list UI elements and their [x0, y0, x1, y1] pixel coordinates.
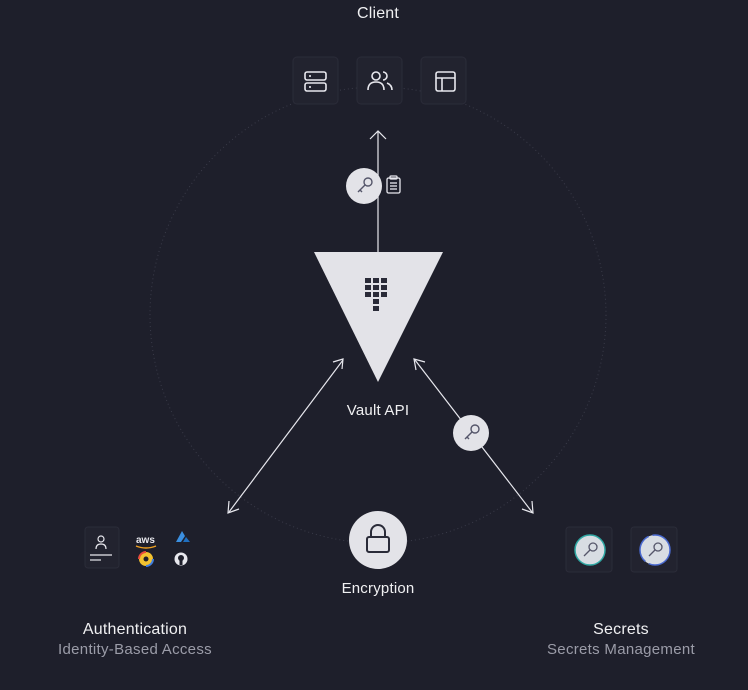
vault-triangle	[314, 252, 443, 382]
github-icon	[174, 552, 188, 566]
svg-text:aws: aws	[136, 535, 155, 546]
secrets-key-badge	[453, 415, 489, 451]
orbit-ring	[149, 86, 607, 544]
azure-icon	[176, 531, 190, 542]
client-title: Client	[356, 5, 400, 22]
authentication-subtitle: Identity-Based Access	[58, 641, 212, 658]
aws-icon: aws	[135, 535, 157, 549]
client-icons	[292, 56, 467, 105]
secrets-icons	[565, 526, 678, 573]
user-login-icon	[90, 535, 112, 561]
lock-icon	[366, 524, 390, 553]
secrets-subtitle: Secrets Management	[547, 641, 695, 658]
encryption-circle	[349, 511, 407, 569]
vault-grid-icon	[365, 278, 387, 311]
auth-connector	[228, 359, 344, 513]
secrets-key-icon	[464, 424, 480, 440]
secrets-title: Secrets	[593, 621, 649, 638]
secrets-arrowhead-bottom	[521, 500, 534, 514]
authentication-title: Authentication	[82, 621, 188, 638]
client-arrowhead	[369, 130, 387, 140]
encryption-node	[349, 511, 407, 569]
token-badge	[346, 168, 401, 204]
key-dynamic-icon	[639, 534, 671, 566]
key-icon	[357, 177, 373, 193]
layout-icon	[435, 71, 456, 92]
users-icon	[367, 71, 393, 91]
user-login-tile	[84, 526, 120, 569]
users-icon-tile	[356, 56, 403, 105]
encryption-label: Encryption	[341, 580, 415, 597]
auth-arrowhead-bottom	[227, 500, 240, 514]
server-icon	[304, 71, 327, 92]
clipboard-icon	[386, 175, 401, 194]
vault-api-label: Vault API	[346, 402, 410, 419]
layout-icon-tile	[420, 56, 467, 105]
gcp-icon	[138, 551, 154, 567]
auth-icons: aws	[84, 526, 190, 569]
secrets-arrowhead-top	[413, 358, 426, 371]
auth-arrowhead-top	[332, 358, 344, 370]
key-secret-icon	[574, 534, 606, 566]
vault-logo	[314, 252, 443, 382]
